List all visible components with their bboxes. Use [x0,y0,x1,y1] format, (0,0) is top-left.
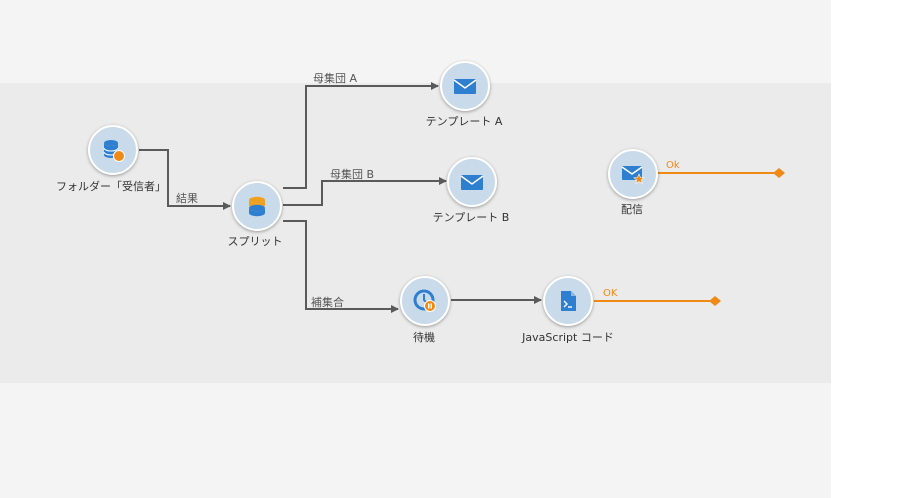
wire-split-to-template-b[interactable] [283,177,447,206]
activity-label-folder-recipients: フォルダー「受信者」 [56,180,166,193]
activity-label-delivery: 配信 [621,203,643,216]
wire-folder-to-split[interactable] [139,149,231,210]
activity-label-wait: 待機 [413,331,435,344]
clock-icon [413,289,436,312]
transition-label-result: 結果 [176,192,198,205]
email-icon [453,79,477,94]
activity-javascript-code[interactable] [543,276,593,326]
workflow-activity-band [0,83,831,383]
transition-label-population-b: 母集団 B [330,168,375,181]
split-icon [249,196,265,217]
activity-template-b[interactable] [447,157,497,207]
activity-label-split: スプリット [227,235,283,248]
activity-label-javascript-code: JavaScript コード [522,331,614,344]
activity-template-a[interactable] [440,61,490,111]
javascript-ok-end-diamond[interactable] [709,296,721,306]
email-icon [460,175,484,190]
activity-delivery[interactable] [608,149,658,199]
activity-split[interactable] [232,181,282,231]
activity-wait[interactable] [400,276,450,326]
delivery-ok-end-diamond[interactable] [773,168,785,178]
wire-split-to-wait[interactable] [283,220,399,313]
email-star-icon [621,166,645,185]
transition-label-delivery-ok: Ok [666,160,680,171]
activity-label-template-b: テンプレート B [432,211,510,224]
database-icon [103,140,125,162]
wire-split-to-template-a[interactable] [283,82,439,189]
transition-label-population-a: 母集団 A [313,72,358,85]
transition-label-complement: 補集合 [311,296,344,309]
script-file-icon [561,291,576,311]
transition-label-js-ok: OK [603,288,618,299]
activity-label-template-a: テンプレート A [425,115,503,128]
activity-folder-recipients[interactable] [88,125,138,175]
